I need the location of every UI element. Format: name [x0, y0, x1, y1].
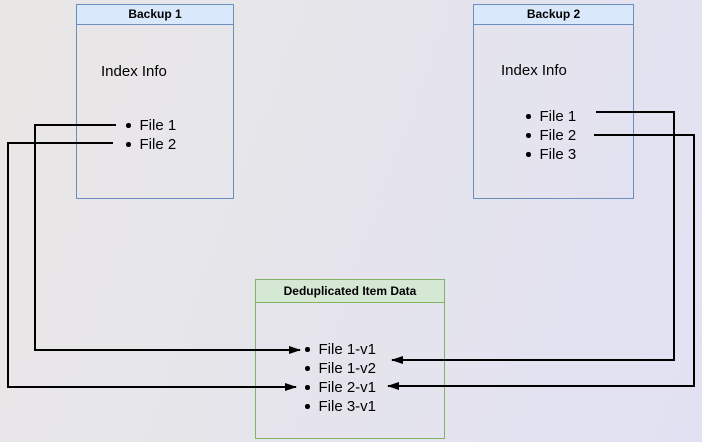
file-item: File 3-v1: [305, 397, 377, 416]
backup1-subtitle: Index Info: [101, 63, 167, 80]
file-item: File 1: [526, 107, 577, 126]
file-item: File 2: [126, 135, 177, 154]
file-item: File 3: [526, 145, 577, 164]
backup2-box: Backup 2: [473, 4, 634, 199]
backup1-box: Backup 1: [76, 4, 234, 199]
file-item: File 1-v2: [305, 359, 377, 378]
file-item: File 1-v1: [305, 340, 377, 359]
backup1-title: Backup 1: [77, 5, 233, 25]
file-item: File 1: [126, 116, 177, 135]
dedup-title: Deduplicated Item Data: [256, 280, 444, 303]
backup2-title: Backup 2: [474, 5, 633, 25]
backup2-subtitle: Index Info: [501, 62, 567, 79]
file-item: File 2: [526, 126, 577, 145]
file-item: File 2-v1: [305, 378, 377, 397]
